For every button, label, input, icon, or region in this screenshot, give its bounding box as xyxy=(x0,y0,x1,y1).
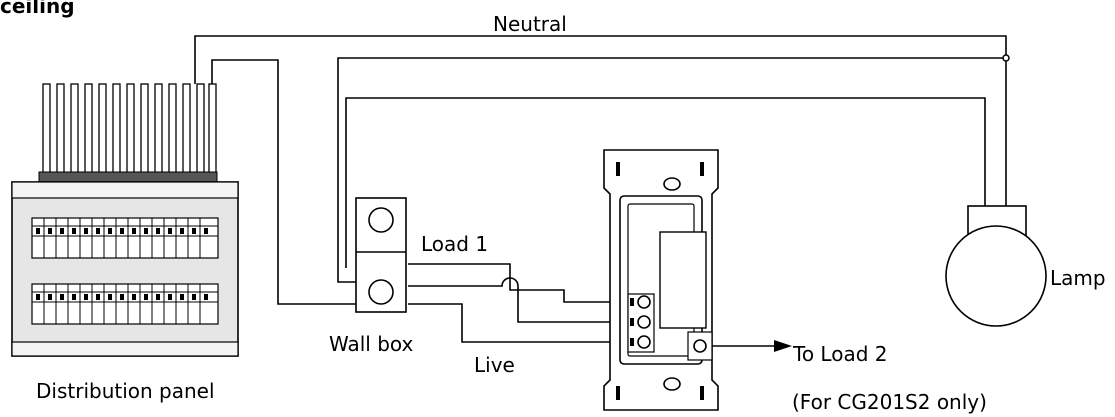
panel-glands xyxy=(38,171,218,183)
wall-box-label: Wall box xyxy=(329,332,414,356)
lamp-feed-wire xyxy=(345,97,392,268)
wallbox-connector-bottom xyxy=(368,279,394,305)
ceiling-label: ceiling xyxy=(0,0,75,18)
neutral-wire xyxy=(194,35,1007,206)
lamp-label: Lamp xyxy=(1050,266,1106,290)
live-label: Live xyxy=(474,353,515,377)
distribution-panel xyxy=(11,83,239,357)
wires xyxy=(194,35,1010,352)
distribution-panel-label: Distribution panel xyxy=(36,379,215,403)
live-wire xyxy=(408,303,628,343)
neutral-junction xyxy=(1002,54,1010,62)
load1-wire xyxy=(408,263,628,303)
breaker-row-top xyxy=(31,217,219,259)
neutral-branch-wire xyxy=(337,57,1006,283)
panel-enclosure xyxy=(11,181,239,357)
breaker-row-bottom xyxy=(31,283,219,325)
lamp-bulb xyxy=(945,225,1047,327)
switch-display xyxy=(659,231,707,329)
to-load2-label: To Load 2 xyxy=(792,342,887,366)
panel-to-wallbox-wire xyxy=(211,59,362,305)
panel-cables xyxy=(42,83,217,175)
wall-box xyxy=(355,197,407,313)
crossing-wire xyxy=(408,277,628,323)
switch-screw-top xyxy=(663,177,681,191)
lamp xyxy=(945,205,1047,327)
load1-label: Load 1 xyxy=(421,232,488,256)
lamp-wire xyxy=(392,97,986,206)
wallbox-connector-top xyxy=(368,207,394,233)
load2-terminal xyxy=(687,331,713,361)
switch-screw-bottom xyxy=(663,377,681,391)
switch-terminals xyxy=(627,293,655,353)
load2-arrow-head xyxy=(774,340,792,352)
cg201s2-note: (For CG201S2 only) xyxy=(792,390,987,414)
neutral-label: Neutral xyxy=(493,12,567,36)
wall-switch xyxy=(603,149,719,411)
